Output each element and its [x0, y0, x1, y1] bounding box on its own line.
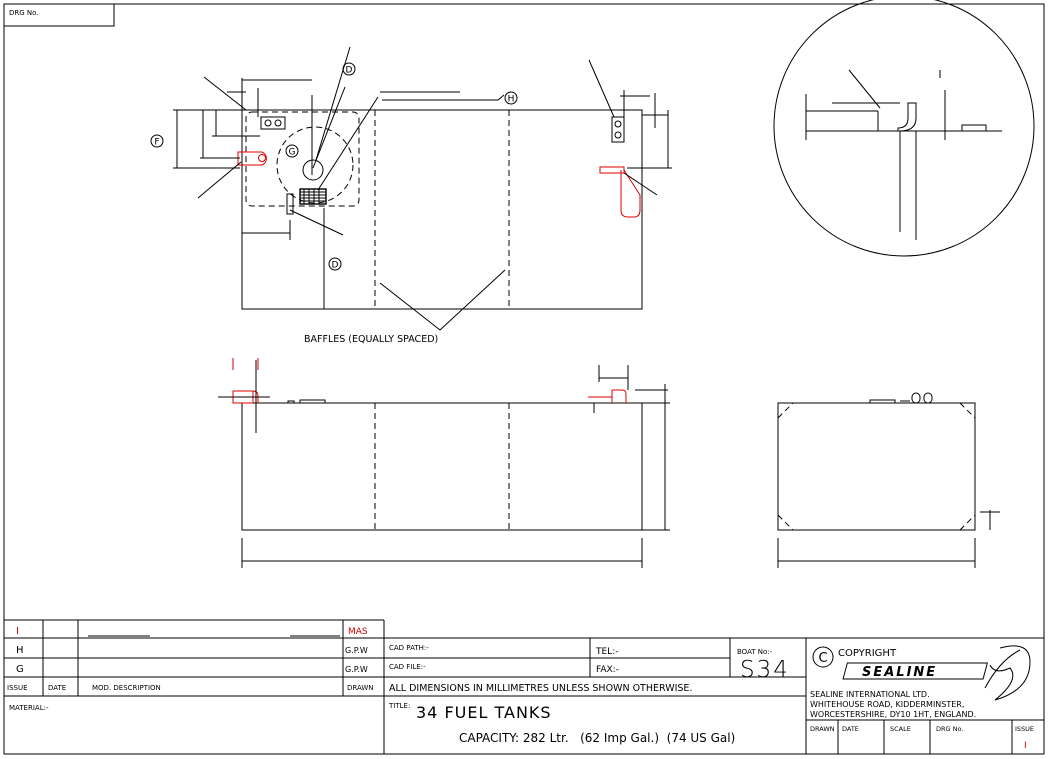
drg-box-label: DRG No.: [9, 9, 39, 17]
side-elevation: [218, 358, 670, 568]
fax-label: FAX:-: [596, 665, 619, 675]
rev-drawn-i: MAS: [348, 627, 368, 637]
boat-no-label: BOAT No:-: [737, 648, 773, 656]
header-description: MOD. DESCRIPTION: [92, 684, 161, 692]
callout-f: F: [150, 134, 164, 148]
tel-label: TEL:-: [595, 647, 618, 657]
callout-d-bottom: D: [328, 257, 342, 271]
vent-fitting-icon: [611, 116, 625, 143]
footer-date: DATE: [842, 725, 859, 733]
header-date: DATE: [48, 684, 66, 692]
footer-drawn: DRAWN: [810, 725, 835, 733]
svg-text:D: D: [332, 261, 339, 271]
rev-drawn-h: G.P.W: [345, 646, 368, 655]
footer-drg-no: DRG No.: [936, 725, 963, 733]
material-label: MATERIAL:-: [9, 704, 49, 712]
sealine-logo: SEALINE: [842, 645, 1031, 701]
address-line2: WORCESTERSHIRE, DY10 1HT, ENGLAND.: [810, 710, 976, 719]
footer-issue-value: I: [1024, 741, 1027, 751]
feed-pipe-red-icon: [588, 389, 627, 403]
cad-file-label: CAD FILE:-: [389, 663, 426, 671]
baffles-label: BAFFLES (EQUALLY SPACED): [304, 334, 438, 345]
copyright-label: COPYRIGHT: [838, 648, 897, 659]
dimensions-note: ALL DIMENSIONS IN MILLIMETRES UNLESS SHO…: [389, 683, 692, 694]
svg-text:C: C: [818, 651, 827, 666]
sender-fitting-icon: [260, 116, 286, 130]
svg-text:G: G: [289, 148, 296, 158]
company-name: SEALINE INTERNATIONAL LTD.: [810, 690, 930, 699]
title-value: 34 FUEL TANKS: [416, 703, 552, 722]
copyright-mark: C: [812, 646, 834, 668]
drg-number-box: DRG No.: [4, 4, 115, 27]
drawing-border: [3, 3, 1045, 755]
address-line1: WHITEHOUSE ROAD, KIDDERMINSTER,: [810, 700, 964, 709]
header-drawn: DRAWN: [347, 684, 374, 692]
capacity-text: CAPACITY: 282 Ltr. (62 Imp Gal.) (74 US …: [459, 731, 735, 745]
outlet-circle: [302, 159, 324, 181]
footer-scale: SCALE: [890, 725, 911, 733]
title-label: TITLE:: [388, 702, 410, 710]
return-pipe-red-icon: [232, 358, 259, 404]
footer-issue: ISSUE: [1015, 725, 1034, 733]
feed-pipe-icon: [599, 166, 641, 218]
rev-issue-i: I: [16, 626, 19, 637]
svg-text:D: D: [346, 66, 353, 76]
detail-view: [773, 0, 1035, 257]
rev-drawn-g: G.P.W: [345, 665, 368, 674]
callout-g: G: [285, 144, 299, 158]
callout-h: H: [504, 91, 518, 105]
svg-text:F: F: [154, 138, 159, 148]
end-elevation: [777, 392, 1000, 568]
title-block: I MAS H G.P.W G G.P.W ISSUE DATE MOD. DE…: [4, 619, 1044, 754]
rev-issue-g: G: [16, 664, 24, 675]
header-issue: ISSUE: [7, 684, 28, 692]
svg-text:H: H: [508, 95, 515, 105]
boat-no-value: S34: [740, 657, 790, 683]
bracket: [286, 193, 294, 215]
plan-view: D H F G D BAFFLES (EQUALLY SPACED): [150, 46, 672, 345]
filter-mesh-icon: [299, 188, 327, 205]
filler-outline: [276, 126, 354, 204]
sump-outline: [245, 111, 360, 207]
logo-text: SEALINE: [862, 665, 937, 680]
cad-path-label: CAD PATH:-: [389, 644, 429, 652]
return-pipe-icon: [237, 151, 267, 166]
callout-d-top: D: [342, 62, 356, 76]
rev-issue-h: H: [16, 645, 24, 656]
